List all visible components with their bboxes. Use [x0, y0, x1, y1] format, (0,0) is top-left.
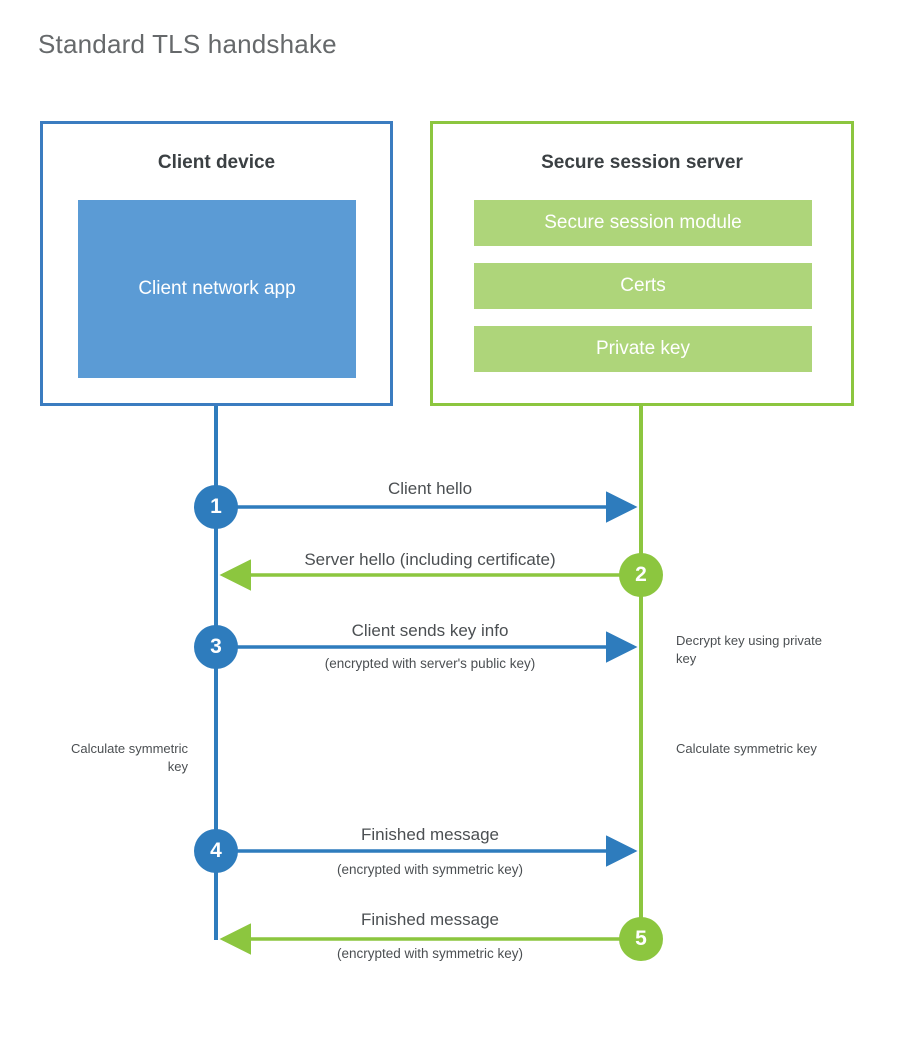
step-4-sublabel: (encrypted with symmetric key) [336, 862, 524, 877]
step-circle-2[interactable]: 2 [619, 553, 663, 597]
note-calculate-symmetric-key-server: Calculate symmetric key [676, 741, 817, 756]
step-circle-5[interactable]: 5 [619, 917, 663, 961]
note-calculate-symmetric-key-client: Calculate symmetric key [70, 741, 188, 774]
client-device-box: Client device Client network app [40, 121, 393, 406]
server-block-private-key: Private key [474, 326, 812, 372]
page-title: Standard TLS handshake [38, 29, 337, 59]
step-3-label: Client sends key info [351, 621, 509, 640]
secure-session-server-title: Secure session server [541, 152, 743, 173]
client-network-app-block: Client network app [78, 200, 356, 378]
secure-session-server-box: Secure session server Secure session mod… [430, 121, 854, 406]
step-2-label: Server hello (including certificate) [304, 550, 556, 569]
step-circle-3[interactable]: 3 [194, 625, 238, 669]
step-circle-4[interactable]: 4 [194, 829, 238, 873]
step-1-label: Client hello [387, 479, 473, 498]
client-device-title: Client device [157, 152, 276, 173]
step-5-label: Finished message [361, 910, 499, 929]
server-block-secure-session-module: Secure session module [474, 200, 812, 246]
step-circle-1[interactable]: 1 [194, 485, 238, 529]
server-block-certs: Certs [474, 263, 812, 309]
step-5-sublabel: (encrypted with symmetric key) [336, 946, 524, 961]
step-4-label: Finished message [361, 825, 499, 844]
step-3-sublabel: (encrypted with server's public key) [324, 656, 536, 671]
note-decrypt-key: Decrypt key using private key [676, 633, 822, 666]
